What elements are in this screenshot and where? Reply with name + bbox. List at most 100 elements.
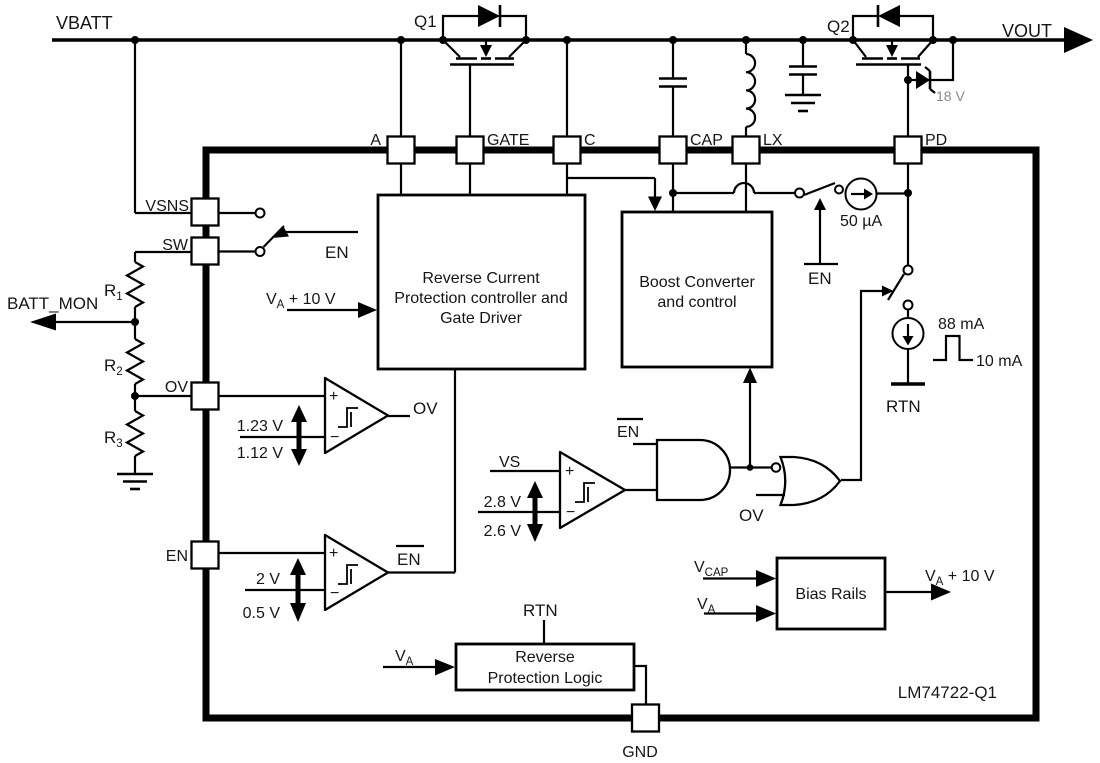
comparator-triangle-icon [558, 450, 627, 530]
pin-en-label: EN [166, 548, 188, 565]
rtn-label: RTN [886, 397, 921, 416]
vcap-label: VCAP [694, 559, 729, 579]
rising-threshold-arrow-icon [527, 481, 543, 498]
switch-blade [803, 181, 836, 197]
rcp-text-1: Reverse Current [422, 270, 540, 287]
vout-label: VOUT [1002, 21, 1052, 41]
and-gate-icon [655, 438, 732, 502]
switch-contact [902, 299, 914, 311]
reverse-protection-logic-block: Reverse Protection Logic RTN VA [383, 601, 648, 704]
q1-body-diode-icon [478, 5, 500, 27]
minus-input: − [566, 504, 575, 521]
rpl-text-1: Reverse [515, 649, 575, 666]
vs-comparator: VS + − 2.8 V 2.6 V [478, 450, 657, 542]
output-capacitor [785, 40, 821, 113]
bias-rails-block: Bias Rails VCAP VA VA + 10 V [694, 556, 995, 631]
switch-contact [794, 187, 805, 199]
boost-top-arrow-icon [648, 196, 662, 211]
ov-output-label: OV [413, 399, 438, 418]
plus-input: + [329, 545, 338, 562]
falling-threshold-arrow-icon [290, 603, 306, 622]
zener-voltage-label: 18 V [936, 88, 965, 104]
zener-diode-icon [916, 71, 930, 89]
plus-input: + [565, 463, 574, 480]
r2-label: R2 [104, 356, 123, 378]
standby-current-path: 50 µA EN [673, 177, 908, 288]
pin-en [190, 540, 220, 570]
wire-hop [732, 181, 756, 194]
pin-lx [731, 135, 761, 165]
switch-blade [887, 273, 905, 301]
va-plus-10v-label: VA + 10 V [266, 291, 336, 311]
vs-vlow-label: 2.6 V [484, 523, 522, 540]
q2-body-diode-icon [878, 5, 900, 27]
pin-lx-label: LX [763, 132, 783, 149]
pin-c-label: C [584, 132, 596, 149]
rcp-text-2: Protection controller and [394, 290, 567, 307]
internal-top-wiring [399, 40, 910, 266]
switch-contact [902, 264, 914, 276]
switch-contact [254, 246, 266, 257]
boost-converter-block: Boost Converter and control [620, 210, 774, 468]
falling-threshold-arrow-icon [291, 449, 307, 466]
batt-mon-arrow-icon [30, 313, 56, 331]
pin-ov-label: OV [165, 379, 188, 396]
ov-vlow-label: 1.12 V [237, 445, 284, 462]
pin-sw-label: SW [162, 237, 189, 254]
vbatt-label: VBATT [56, 13, 113, 33]
vout-arrow-icon [1064, 27, 1093, 53]
va-label: VA [395, 648, 414, 668]
falling-threshold-arrow-icon [527, 524, 543, 542]
resistor-r2 [124, 338, 146, 385]
cap-pin-capacitor [659, 40, 687, 137]
input-arrow-icon [756, 605, 776, 622]
r3-label: R3 [104, 428, 123, 450]
boost-text-1: Boost Converter [639, 274, 755, 291]
junction-dots [131, 36, 957, 471]
divider-ground-symbol [117, 472, 153, 491]
or-gate-icon [778, 455, 842, 507]
rising-threshold-arrow-icon [290, 558, 306, 575]
standby-current-label: 50 µA [840, 213, 882, 230]
input-arrow-icon [756, 570, 776, 587]
boost-text-2: and control [657, 294, 736, 311]
bias-rails-text: Bias Rails [795, 586, 866, 603]
ov-vhigh-label: 1.23 V [237, 418, 284, 435]
inverter-bubble-icon [770, 462, 782, 473]
boost-inductor [744, 40, 757, 137]
pd-high-current-label: 88 mA [938, 316, 985, 333]
plus-input: + [329, 388, 338, 405]
switch-contact [254, 207, 266, 219]
minus-input: − [330, 585, 339, 602]
pulse-waveform-icon [933, 334, 973, 362]
en-bar-label: EN [808, 269, 832, 288]
ic-pins: A GATE C CAP LX PD VSNS SW OV EN GND [145, 132, 947, 761]
minus-input: − [330, 429, 339, 446]
battery-sense-divider: BATT_MON R1 R2 R3 [7, 40, 192, 491]
part-number-label: LM74722-Q1 [898, 683, 997, 702]
input-arrow-icon [358, 302, 377, 318]
en-control-arrow-icon [814, 198, 826, 210]
q2-mosfet-symbol: Q2 18 V [827, 5, 965, 137]
switch-contact [834, 184, 844, 195]
resistor-r1 [124, 261, 146, 308]
pin-vsns-label: VSNS [145, 198, 189, 215]
vs-vhigh-label: 2.8 V [484, 494, 522, 511]
pin-pd-label: PD [925, 132, 947, 149]
top-power-rail: VBATT VOUT [52, 13, 1093, 53]
pd-pulldown-path: RTN 88 mA 10 mA [841, 264, 1023, 482]
en-bar-label: EN [325, 243, 349, 262]
en-comparator: + − 2 V 0.5 V EN [218, 369, 457, 622]
pin-cap [658, 135, 688, 165]
rcp-text-3: Gate Driver [440, 310, 522, 327]
en-bar-output-label: EN [397, 550, 421, 569]
q1-body-arrow-icon [480, 45, 492, 57]
hysteresis-icon [338, 407, 358, 428]
pd-low-current-label: 10 mA [976, 353, 1023, 370]
va-plus-10v-output-label: VA + 10 V [925, 568, 995, 588]
pin-sw [190, 236, 220, 266]
q1-label: Q1 [414, 12, 437, 31]
vsns-sw-switch: EN [218, 207, 358, 262]
